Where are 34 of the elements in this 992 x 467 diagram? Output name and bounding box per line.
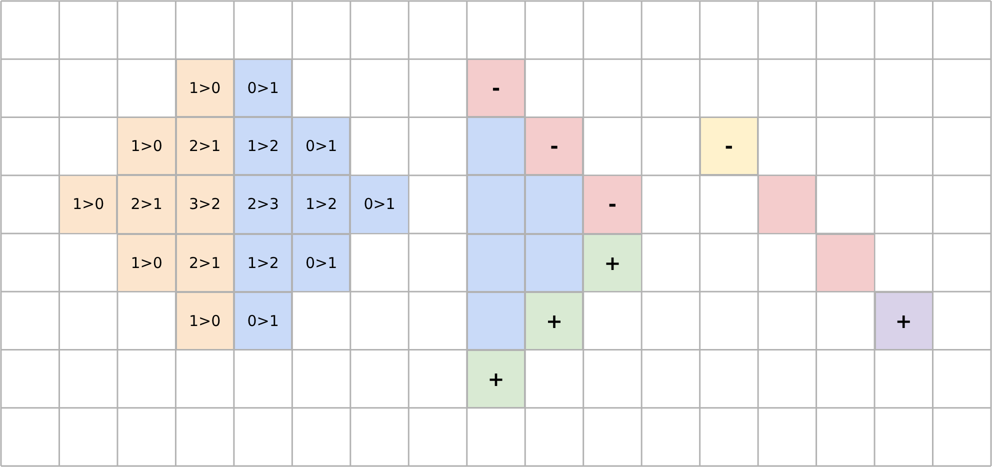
shaded-cell: -	[466, 59, 526, 118]
shaded-cell: 1>0	[176, 59, 234, 118]
shaded-cell: +	[583, 234, 642, 292]
shaded-cell: 1>0	[59, 175, 118, 234]
shaded-cell: 1>2	[234, 117, 292, 176]
shaded-cell: 1>2	[234, 234, 292, 292]
shaded-cell	[466, 175, 526, 234]
shaded-cell: +	[466, 350, 526, 408]
shaded-cell: 2>1	[117, 175, 176, 234]
shaded-cell	[466, 117, 526, 176]
shaded-cell: +	[525, 292, 584, 350]
shaded-cell: 0>1	[292, 117, 350, 176]
shaded-cell: -	[525, 117, 584, 176]
shaded-cell	[816, 234, 875, 292]
shaded-cell: -	[583, 175, 642, 234]
shaded-cell: 2>1	[176, 234, 234, 292]
shaded-cell: -	[700, 117, 758, 176]
shaded-cell: 1>2	[292, 175, 350, 234]
shaded-cell: 2>1	[176, 117, 234, 176]
shaded-cell	[466, 292, 526, 350]
shaded-cell: 3>2	[176, 175, 234, 234]
shaded-cell: 1>0	[117, 234, 176, 292]
shaded-cell: 0>1	[292, 234, 350, 292]
shaded-cell	[525, 234, 584, 292]
shaded-cell: 0>1	[234, 59, 292, 118]
shaded-cell	[466, 234, 526, 292]
shaded-cell: 0>1	[234, 292, 292, 350]
shaded-cell: 2>3	[234, 175, 292, 234]
shaded-cell: 1>0	[176, 292, 234, 350]
shaded-cell: 0>1	[350, 175, 409, 234]
shaded-cell: +	[874, 292, 933, 350]
shaded-cell	[758, 175, 816, 234]
shaded-cell	[525, 175, 584, 234]
shaded-cell: 1>0	[117, 117, 176, 176]
